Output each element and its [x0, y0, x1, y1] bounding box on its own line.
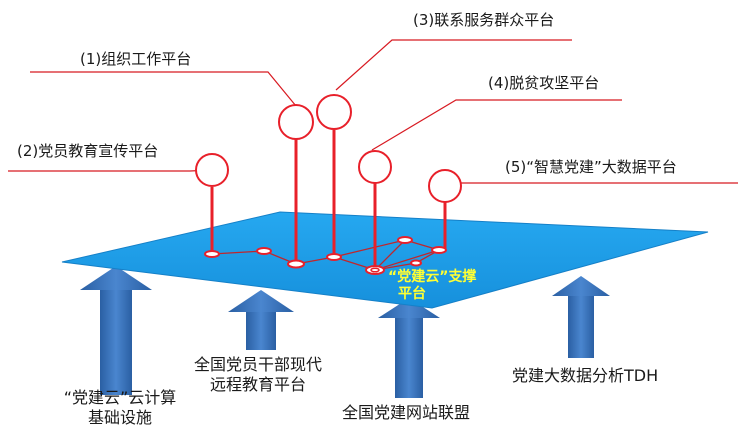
support-label-1-line-2: 基础设施 [87, 408, 152, 427]
support-arrow-4 [552, 276, 610, 358]
plane-label-line-2: 平台 [398, 286, 426, 302]
pin-1 [278, 104, 314, 269]
platform-label-5: (5)“智慧党建”大数据平台 [505, 158, 677, 176]
pin-5 [428, 169, 462, 254]
support-label-1: “党建云”云计算 基础设施 [30, 388, 210, 428]
support-arrow-1 [80, 266, 152, 395]
platform-label-3: (3)联系服务群众平台 [413, 11, 555, 29]
pin-3 [316, 94, 352, 261]
support-label-1-line-1: “党建云”云计算 [63, 388, 177, 407]
plane-label-line-1: “党建云”支撑 [388, 269, 477, 285]
platform-label-2: (2)党员教育宣传平台 [17, 142, 159, 160]
support-label-2-line-1: 全国党员干部现代 [193, 355, 322, 374]
platform-label-4: (4)脱贫攻坚平台 [488, 74, 600, 92]
support-arrow-2 [228, 290, 294, 350]
pin-4 [358, 150, 392, 275]
support-label-2: 全国党员干部现代 远程教育平台 [168, 355, 348, 395]
support-label-3: 全国党建网站联盟 [341, 403, 470, 422]
support-arrow-3 [378, 298, 440, 398]
support-label-2-line-2: 远程教育平台 [209, 375, 306, 394]
support-label-4: 党建大数据分析TDH [512, 366, 659, 385]
network-nodes [256, 236, 422, 267]
pin-2 [195, 153, 229, 258]
platform-label-1: (1)组织工作平台 [80, 50, 192, 68]
